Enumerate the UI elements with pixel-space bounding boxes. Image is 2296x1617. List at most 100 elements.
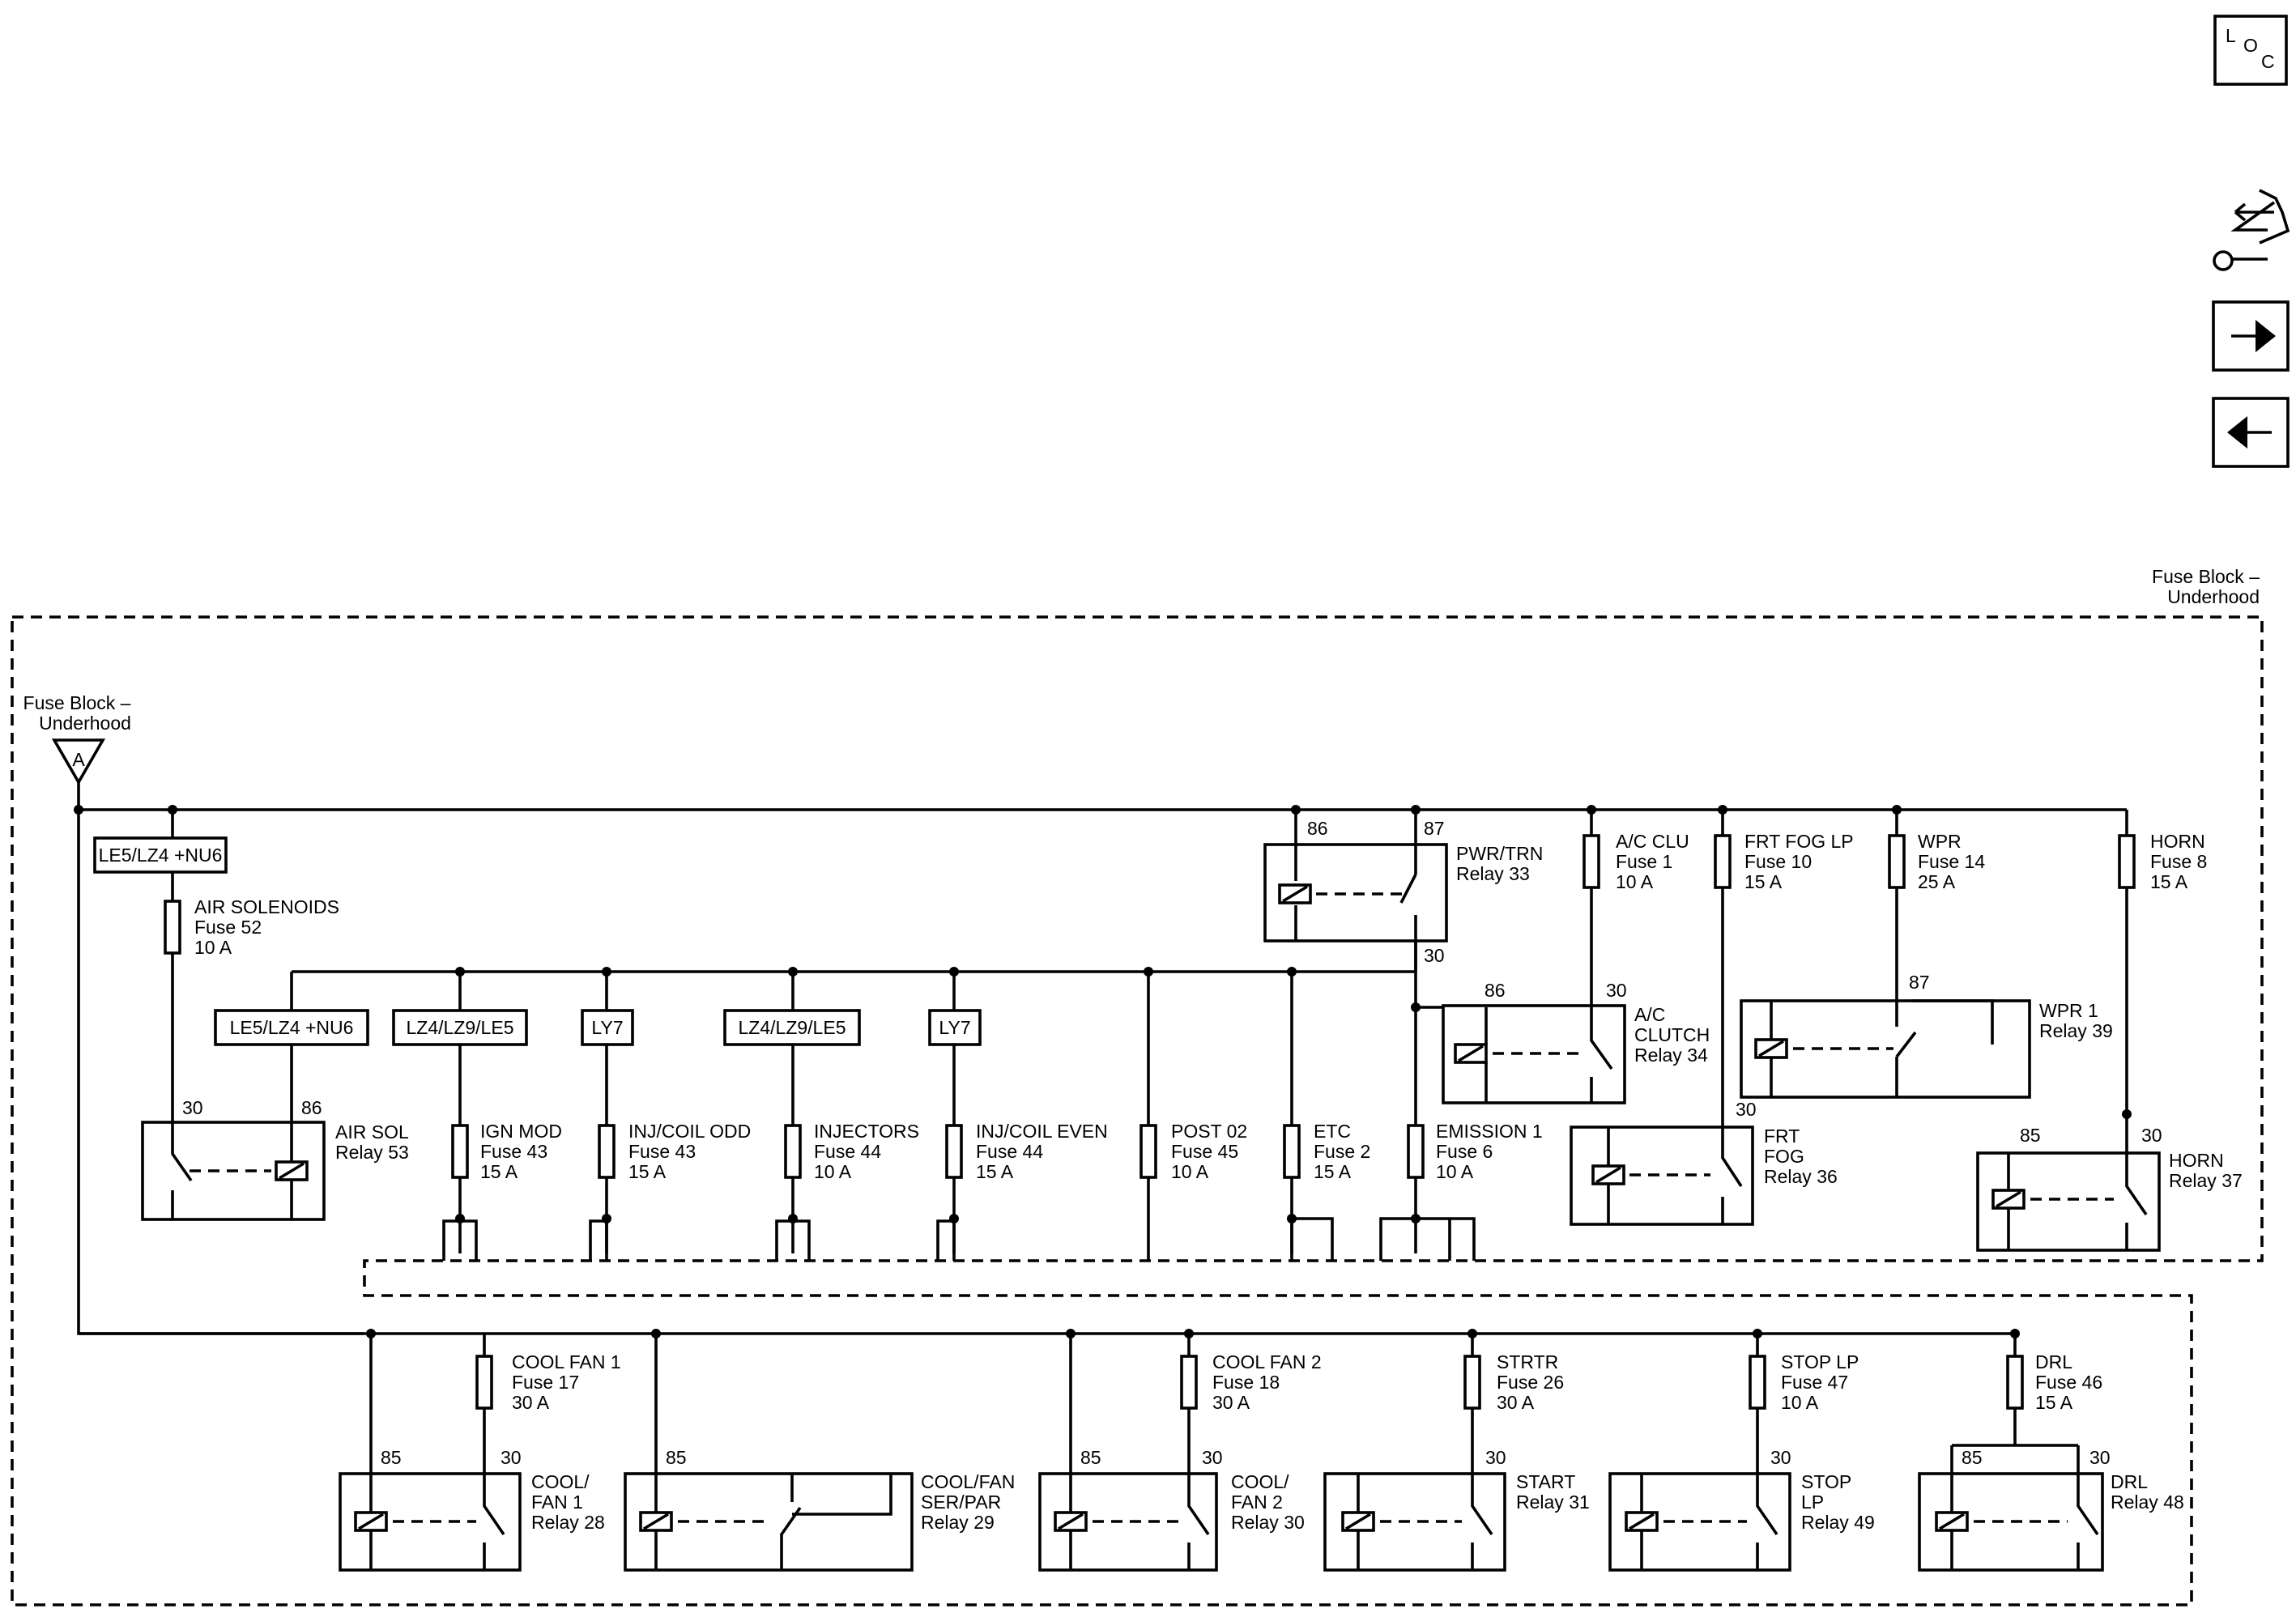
relay-number: Relay 31	[1516, 1491, 1590, 1513]
fuse-number: Fuse 10	[1744, 851, 1812, 872]
fuse-rating: 15 A	[976, 1161, 1014, 1182]
relay-number: Relay 28	[531, 1512, 605, 1533]
relay-cool-fan-2: 85 30 COOL/ FAN 2 Relay 30	[1038, 1447, 1305, 1572]
fuse-strtr: STRTR Fuse 26 30 A	[1463, 1351, 1564, 1413]
terminal-85: 85	[1080, 1447, 1101, 1468]
fuse-block-boundary	[11, 615, 2264, 1606]
component-diagnostic-icon[interactable]	[2213, 189, 2290, 271]
fuse-rating: 30 A	[1497, 1392, 1535, 1413]
terminal-87: 87	[1909, 972, 1930, 993]
arrow-right-icon[interactable]	[2212, 300, 2290, 372]
fuse-rating: 30 A	[1212, 1392, 1250, 1413]
relay-wpr-1: 87 WPR 1 Relay 39	[1740, 972, 2113, 1099]
fuse-rating: 10 A	[1171, 1161, 1209, 1182]
fuse-number: Fuse 44	[976, 1141, 1043, 1162]
fuse-inj-coil-even: INJ/COIL EVEN Fuse 44 15 A	[945, 1121, 1108, 1182]
terminal-85: 85	[381, 1447, 402, 1468]
relay-number: Relay 36	[1764, 1166, 1838, 1187]
relay-ac-clutch: 86 30 A/C CLUTCH Relay 34	[1442, 980, 1710, 1104]
terminal-30: 30	[1202, 1447, 1223, 1468]
relay-name-line2: CLUTCH	[1634, 1024, 1710, 1045]
fuse-rating: 15 A	[628, 1161, 667, 1182]
fuse-inj-coil-odd: INJ/COIL ODD Fuse 43 15 A	[598, 1121, 751, 1182]
fuse-name: INJ/COIL ODD	[628, 1121, 751, 1142]
terminal-30: 30	[2089, 1447, 2111, 1468]
fuse-rating: 10 A	[1436, 1161, 1474, 1182]
option-box-lz4-lz9-le5-inj: LZ4/LZ9/LE5	[723, 1009, 861, 1046]
fuse-number: Fuse 26	[1497, 1372, 1564, 1393]
relay-air-sol: 30 86 AIR SOL Relay 53	[141, 1045, 409, 1221]
option-label: LE5/LZ4 +NU6	[99, 845, 223, 866]
fuse-name: IGN MOD	[480, 1121, 562, 1142]
relay-number: Relay 33	[1456, 863, 1530, 884]
fuse-name: COOL FAN 1	[512, 1351, 621, 1372]
terminal-87: 87	[1424, 818, 1445, 839]
fuse-number: Fuse 14	[1918, 851, 1985, 872]
option-box-le5-lz4-nu6-top: LE5/LZ4 +NU6	[93, 836, 228, 874]
fuse-rating: 10 A	[1616, 871, 1654, 892]
source-terminal-letter: A	[72, 749, 85, 770]
relay-cool-fan-ser-par: 85 COOL/FAN SER/PAR Relay 29	[624, 1447, 1015, 1572]
relay-number: Relay 29	[921, 1512, 995, 1533]
arrow-left-icon[interactable]	[2212, 397, 2290, 468]
fuse-wpr: WPR Fuse 14 25 A	[1888, 831, 1985, 892]
terminal-30: 30	[2141, 1125, 2162, 1146]
terminal-86: 86	[1307, 818, 1328, 839]
relay-name: COOL/	[1231, 1471, 1289, 1492]
fuse-name: INJ/COIL EVEN	[976, 1121, 1108, 1142]
fuse-name: POST 02	[1171, 1121, 1247, 1142]
fuse-number: Fuse 43	[628, 1141, 696, 1162]
relay-name-line2: FOG	[1764, 1146, 1804, 1167]
relay-pwr-trn: 86 87 30 PWR/TRN Relay 33	[1263, 818, 1543, 966]
fuse-number: Fuse 52	[194, 917, 262, 938]
source-label-line2: Underhood	[39, 713, 131, 734]
fuse-rating: 15 A	[1744, 871, 1783, 892]
terminal-30: 30	[1606, 980, 1627, 1001]
relay-stop-lp: 30 STOP LP Relay 49	[1608, 1447, 1875, 1572]
fuse-rating: 15 A	[480, 1161, 518, 1182]
loc-letter-c: C	[2261, 51, 2275, 72]
option-label: LY7	[939, 1017, 970, 1038]
fuse-number: Fuse 46	[2035, 1372, 2102, 1393]
relay-horn: 85 30 HORN Relay 37	[1976, 1114, 2243, 1252]
fuse-number: Fuse 45	[1171, 1141, 1238, 1162]
fuse-rating: 30 A	[512, 1392, 550, 1413]
relay-drl: 85 30 DRL Relay 48	[1918, 1447, 2184, 1572]
fuse-rating: 10 A	[194, 937, 232, 958]
option-box-lz4-lz9-le5-ign: LZ4/LZ9/LE5	[392, 1009, 528, 1046]
fuse-name: A/C CLU	[1616, 831, 1689, 852]
fuse-rating: 25 A	[1918, 871, 1956, 892]
relay-name: STOP	[1801, 1471, 1851, 1492]
fuse-name: EMISSION 1	[1436, 1121, 1543, 1142]
relay-number: Relay 49	[1801, 1512, 1875, 1533]
option-box-le5-lz4-nu6-sol: LE5/LZ4 +NU6	[214, 1009, 369, 1046]
fuse-name: HORN	[2150, 831, 2205, 852]
loc-letter-l: L	[2226, 25, 2236, 46]
fuse-name: AIR SOLENOIDS	[194, 896, 339, 917]
fuse-number: Fuse 47	[1781, 1372, 1848, 1393]
fuse-number: Fuse 44	[814, 1141, 881, 1162]
fuse-name: ETC	[1314, 1121, 1351, 1142]
fuse-cool-fan-2: COOL FAN 2 Fuse 18 30 A	[1180, 1351, 1322, 1413]
relay-number: Relay 37	[2169, 1170, 2243, 1191]
fuse-name: FRT FOG LP	[1744, 831, 1854, 852]
fuse-rating: 10 A	[1781, 1392, 1819, 1413]
relay-number: Relay 39	[2039, 1020, 2113, 1041]
terminal-85: 85	[666, 1447, 687, 1468]
relay-name: COOL/FAN	[921, 1471, 1015, 1492]
fuse-stop-lp: STOP LP Fuse 47 10 A	[1749, 1351, 1859, 1413]
option-label: LZ4/LZ9/LE5	[407, 1017, 514, 1038]
loc-icon[interactable]: L O C	[2213, 15, 2288, 86]
source-terminal-a: Fuse Block – Underhood A	[23, 692, 131, 785]
fuse-air-solenoids: AIR SOLENOIDS Fuse 52 10 A	[164, 896, 339, 958]
loc-letter-o: O	[2243, 35, 2258, 56]
relay-cool-fan-1: 85 30 COOL/ FAN 1 Relay 28	[339, 1447, 605, 1572]
fuse-horn: HORN Fuse 8 15 A	[2118, 831, 2207, 892]
fuse-name: STOP LP	[1781, 1351, 1859, 1372]
relay-name: A/C	[1634, 1004, 1665, 1025]
terminal-30: 30	[501, 1447, 522, 1468]
option-box-ly7-even: LY7	[928, 1009, 982, 1046]
relay-name-line2: SER/PAR	[921, 1491, 1001, 1513]
fuse-rating: 15 A	[2150, 871, 2188, 892]
